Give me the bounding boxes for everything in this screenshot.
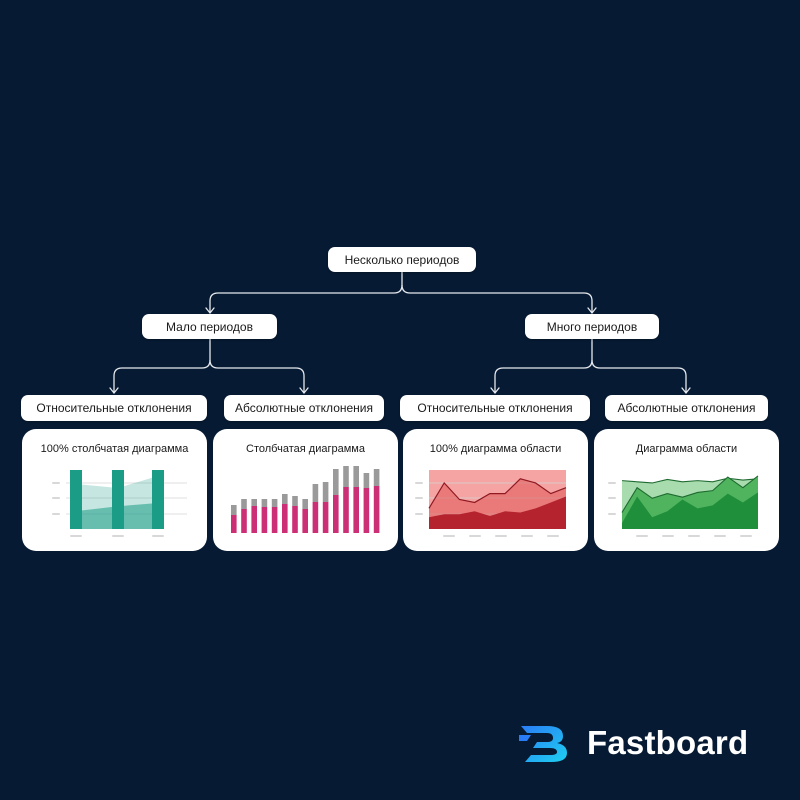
chart-card-100-area: 100% диаграмма области <box>403 429 588 551</box>
bar <box>112 470 124 529</box>
bar <box>333 495 339 533</box>
tick-label-placeholder <box>608 482 616 484</box>
arrow-head <box>681 387 691 395</box>
bar <box>312 502 319 533</box>
chart-100-bar <box>52 470 187 537</box>
fastboard-logo-icon <box>519 726 567 762</box>
tick-label-placeholder <box>415 513 423 515</box>
root-node: Несколько периодов <box>328 247 476 272</box>
chart-area <box>608 475 759 537</box>
bar <box>231 515 237 533</box>
bar <box>261 507 268 533</box>
area-series-1 <box>622 492 758 529</box>
x-tick-placeholder <box>740 535 752 537</box>
x-tick-placeholder <box>469 535 481 537</box>
chart-card-bar: Столбчатая диаграмма <box>213 429 398 551</box>
chart-title: Диаграмма области <box>635 443 738 455</box>
logo-text: Fastboard <box>587 724 749 761</box>
x-tick-placeholder <box>547 535 559 537</box>
x-tick-placeholder <box>714 535 726 537</box>
chart-title: Столбчатая диаграмма <box>246 443 365 455</box>
bar-top <box>251 499 257 506</box>
x-tick-placeholder <box>521 535 533 537</box>
tick-label-placeholder <box>415 497 423 499</box>
node-right-relative: Относительные отклонения <box>400 395 590 421</box>
bar-top <box>343 466 349 487</box>
bar-top <box>231 505 237 515</box>
x-tick-placeholder <box>495 535 507 537</box>
chart-card-100-bar: 100% столбчатая диаграмма <box>22 429 207 551</box>
bar <box>241 509 247 533</box>
x-tick-placeholder <box>70 535 82 537</box>
node-left-absolute: Абсолютные отклонения <box>224 395 384 421</box>
bar <box>292 506 298 533</box>
node-left-relative: Относительные отклонения <box>21 395 207 421</box>
bar-top <box>373 469 380 486</box>
bar <box>322 502 329 533</box>
line-series-2 <box>428 478 567 509</box>
bar <box>70 470 82 529</box>
node-right-absolute: Абсолютные отклонения <box>605 395 768 421</box>
bar <box>271 507 278 533</box>
tick-label-placeholder <box>608 513 616 515</box>
x-tick-placeholder <box>152 535 164 537</box>
line-series-3 <box>621 477 759 484</box>
connector-left-a <box>113 339 211 393</box>
arrow-head <box>299 387 309 395</box>
chart-100-area <box>415 470 567 537</box>
connector-root-right <box>401 284 593 313</box>
bar <box>373 486 380 533</box>
bar-top <box>363 473 370 488</box>
bar <box>363 488 370 533</box>
bar-top <box>261 499 268 507</box>
x-tick-placeholder <box>443 535 455 537</box>
connector-left-b <box>209 359 305 393</box>
tick-label-placeholder <box>52 513 60 515</box>
tick-label-placeholder <box>52 482 60 484</box>
connector-right-b <box>591 359 687 393</box>
chart-bar <box>231 466 380 533</box>
arrow-head <box>490 387 500 395</box>
bar-top <box>271 499 278 507</box>
tick-label-placeholder <box>608 497 616 499</box>
x-tick-placeholder <box>636 535 648 537</box>
bar <box>343 487 349 533</box>
arrow-head <box>587 307 597 315</box>
bar-top <box>312 484 319 502</box>
area-series-1 <box>429 496 566 529</box>
bar <box>282 504 288 533</box>
arrow-head <box>109 387 119 395</box>
bar-top <box>333 469 339 495</box>
arrow-head <box>205 307 215 315</box>
bar-top <box>282 494 288 504</box>
tick-label-placeholder <box>52 497 60 499</box>
chart-title: 100% столбчатая диаграмма <box>40 443 189 455</box>
x-tick-placeholder <box>662 535 674 537</box>
chart-card-area: Диаграмма области <box>594 429 779 551</box>
bar <box>353 487 359 533</box>
line-series-2 <box>621 475 759 513</box>
bar-top <box>322 482 329 502</box>
tick-label-placeholder <box>415 482 423 484</box>
chart-title: 100% диаграмма области <box>429 443 562 455</box>
bar <box>302 509 308 533</box>
bar-top <box>292 496 298 506</box>
node-many-periods: Много периодов <box>525 314 659 339</box>
bar <box>251 506 257 533</box>
bar <box>152 470 164 529</box>
x-tick-placeholder <box>112 535 124 537</box>
x-tick-placeholder <box>688 535 700 537</box>
fastboard-logo: Fastboard <box>517 720 772 766</box>
bar-top <box>353 466 359 487</box>
bar-top <box>302 499 308 509</box>
node-few-periods: Мало периодов <box>142 314 277 339</box>
connector-right-a <box>494 339 593 393</box>
bar-top <box>241 499 247 509</box>
connector-root-left <box>209 272 403 313</box>
